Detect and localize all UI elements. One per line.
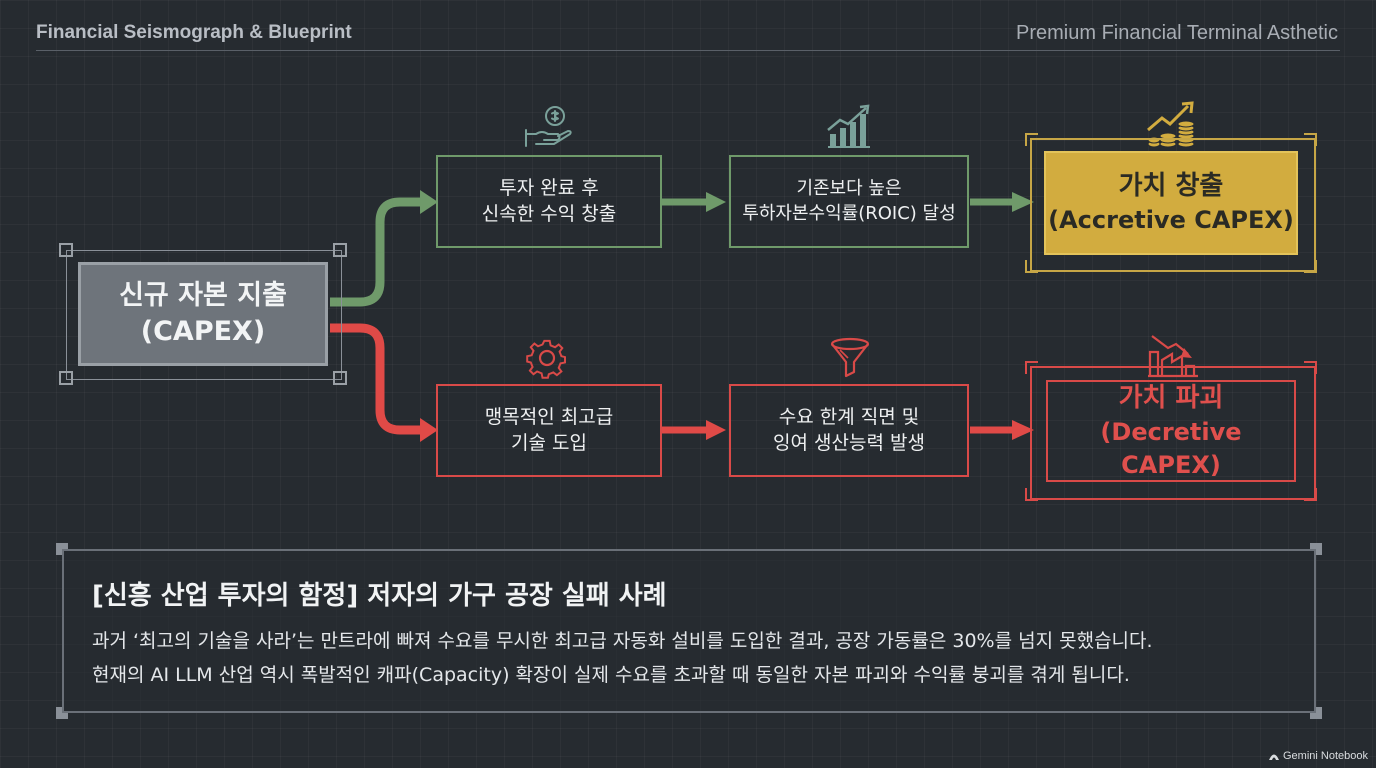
decretive-frame — [1030, 366, 1316, 500]
gear-icon — [526, 339, 566, 379]
bottom-step2-line1: 수요 한계 직면 및 — [778, 405, 920, 428]
top-step2-line1: 기존보다 높은 — [796, 178, 902, 200]
brand-label: Gemini Notebook — [1283, 750, 1368, 762]
header-title: Financial Seismograph & Blueprint — [36, 22, 352, 43]
case-study-text-line2: 현재의 AI LLM 산업 역시 폭발적인 캐파(Capacity) 확장이 실… — [92, 664, 1130, 686]
top-step2-line2: 투하자본수익률(ROIC) 달성 — [742, 202, 956, 224]
case-study-panel-corners — [56, 543, 1322, 719]
case-study-title: [신흥 산업 투자의 함정] 저자의 가구 공장 실패 사례 — [92, 581, 667, 611]
funnel-icon — [830, 337, 870, 378]
decretive-line2: (Decretive CAPEX) — [1100, 418, 1242, 479]
source-capex-box: 신규 자본 지출 (CAPEX) — [78, 262, 328, 366]
header-subtitle: Premium Financial Terminal Asthetic — [1016, 22, 1338, 44]
accretive-frame — [1030, 138, 1316, 272]
accretive-line1: 가치 창출 — [1118, 171, 1224, 202]
header-divider — [36, 50, 1340, 51]
bottom-step2-box: 수요 한계 직면 및 잉여 생산능력 발생 — [729, 384, 969, 477]
case-study-panel — [62, 549, 1316, 713]
source-label-line1: 신규 자본 지출 — [119, 279, 287, 311]
top-step1-box: 투자 완료 후 신속한 수익 창출 — [436, 155, 662, 248]
factory-decline-icon — [1148, 335, 1198, 378]
brand-logo-icon — [1269, 754, 1279, 760]
accretive-line2: (Accretive CAPEX) — [1048, 206, 1294, 235]
decretive-line1: 가치 파괴 — [1118, 383, 1224, 414]
bottom-step1-box: 맹목적인 최고급 기술 도입 — [436, 384, 662, 477]
growth-chart-icon — [827, 104, 870, 148]
brand-watermark: Gemini Notebook — [1268, 750, 1368, 762]
top-step1-line2: 신속한 수익 창출 — [481, 202, 617, 225]
source-frame-corners — [59, 243, 347, 385]
case-study-text-line1: 과거 ‘최고의 기술을 사라’는 만트라에 빠져 수요를 무시한 최고급 자동화… — [92, 630, 1153, 652]
source-label-line2: (CAPEX) — [140, 316, 266, 347]
top-step1-line1: 투자 완료 후 — [499, 176, 599, 199]
source-frame — [66, 250, 342, 380]
money-hand-icon — [525, 106, 572, 147]
decretive-frame-corners — [1025, 361, 1317, 501]
bottom-step1-line2: 기술 도입 — [511, 431, 587, 454]
decretive-capex-box: 가치 파괴 (Decretive CAPEX) — [1046, 380, 1296, 482]
bottom-step2-line2: 잉여 생산능력 발생 — [773, 431, 925, 454]
accretive-capex-box: 가치 창출 (Accretive CAPEX) — [1044, 151, 1298, 255]
accretive-frame-corners — [1025, 133, 1317, 273]
top-step2-box: 기존보다 높은 투하자본수익률(ROIC) 달성 — [729, 155, 969, 248]
bottom-step1-line1: 맹목적인 최고급 — [484, 405, 614, 428]
